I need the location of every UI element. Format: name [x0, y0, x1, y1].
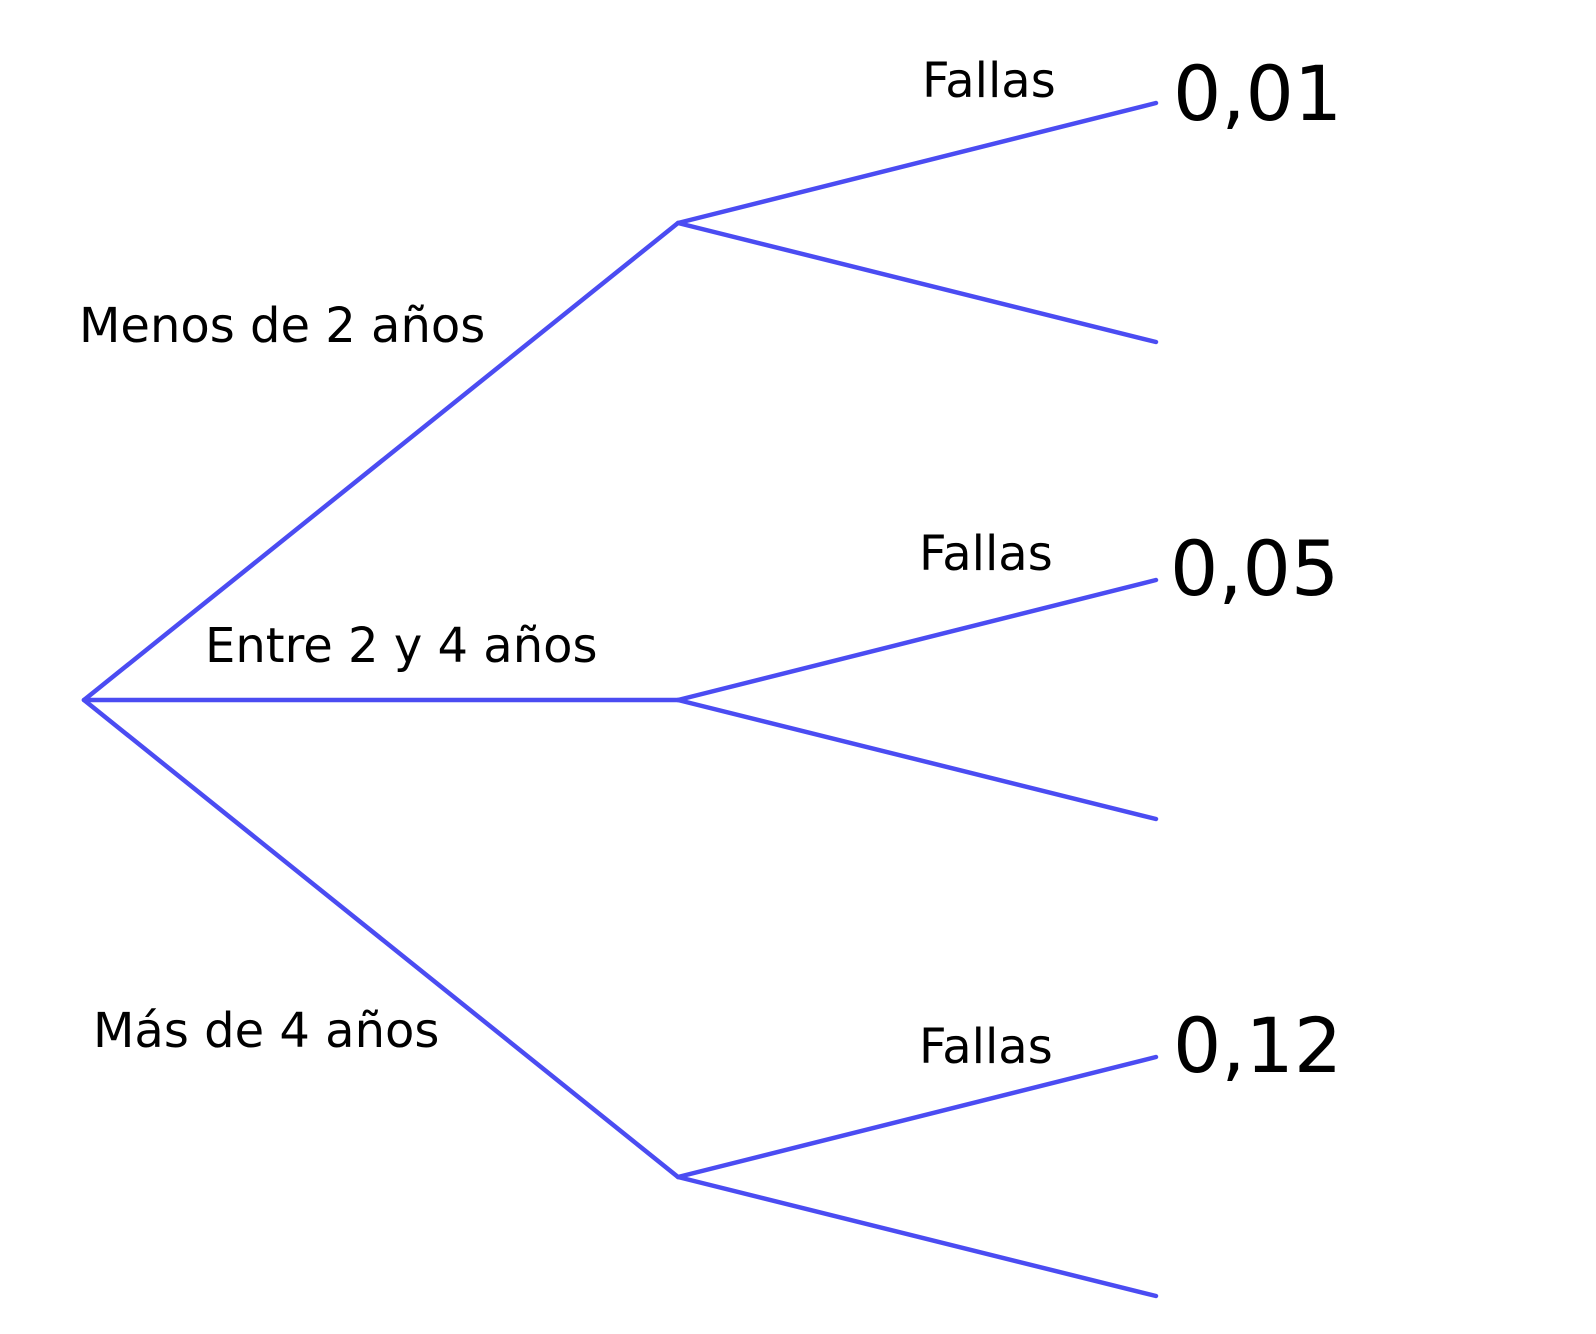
branch-mas-de-4	[81, 697, 681, 1180]
label-mas-de-4-anos: Más de 4 años	[93, 1003, 439, 1059]
branch-menos-de-2	[81, 220, 681, 703]
branch-mas-de-4-no-fallas	[675, 1174, 1159, 1299]
branch-menos-de-2-fallas	[675, 100, 1159, 226]
label-entre-2-y-4-anos: Entre 2 y 4 años	[205, 618, 598, 674]
probability-fallas-3: 0,12	[1173, 1001, 1342, 1090]
probability-fallas-2: 0,05	[1170, 524, 1339, 613]
branch-mas-de-4-fallas	[675, 1054, 1159, 1180]
branch-menos-de-2-no-fallas	[675, 220, 1159, 345]
branch-entre-2-y-4-no-fallas	[675, 697, 1159, 822]
label-fallas-3: Fallas	[919, 1019, 1053, 1075]
probability-fallas-1: 0,01	[1173, 49, 1342, 138]
label-menos-de-2-anos: Menos de 2 años	[79, 298, 485, 354]
label-fallas-1: Fallas	[922, 53, 1056, 109]
branch-entre-2-y-4-fallas	[675, 577, 1159, 703]
label-fallas-2: Fallas	[919, 526, 1053, 582]
